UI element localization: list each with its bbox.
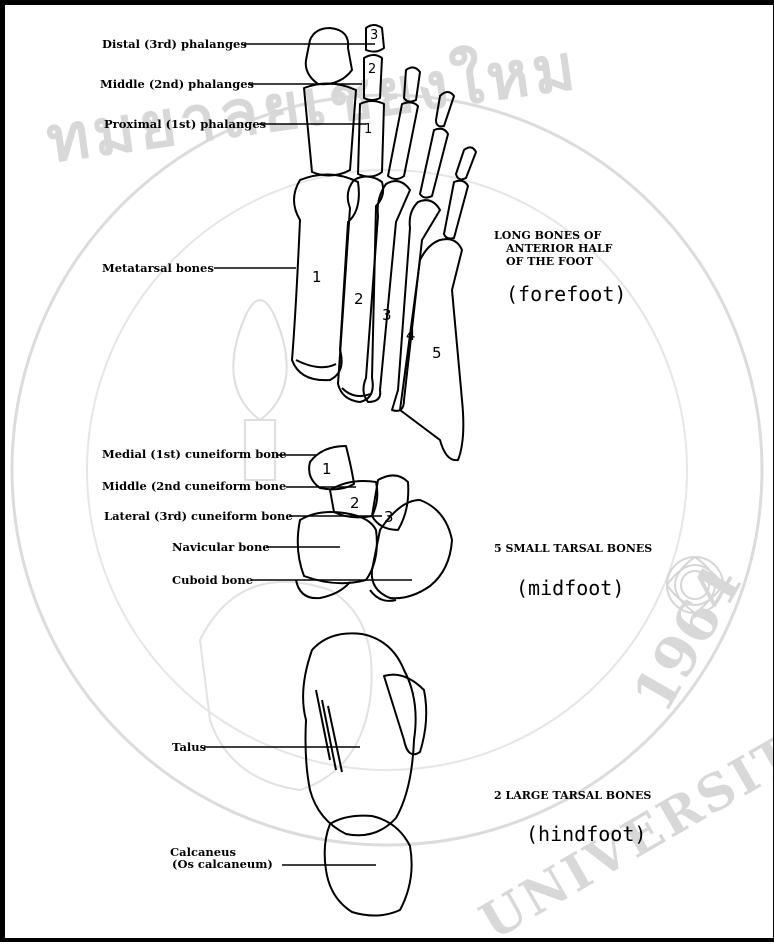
middle-phalanges-label: Middle (2nd) phalanges [100, 78, 254, 91]
middle-phalanx-number: 2 [368, 62, 376, 77]
metatarsal-number-5: 5 [432, 344, 442, 362]
hindfoot-title: 2 LARGE TARSAL BONES [494, 790, 651, 802]
forefoot-bones-drawing [292, 25, 476, 460]
metatarsal-number-3: 3 [382, 306, 392, 324]
metatarsal-number-4: 4 [406, 326, 416, 344]
metatarsal-number-1: 1 [312, 268, 322, 286]
calcaneus-alt-label: (Os calcaneum) [172, 858, 273, 871]
proximal-phalanx-number: 1 [364, 122, 372, 137]
talus-label: Talus [172, 741, 206, 754]
proximal-phalanges-label: Proximal (1st) phalanges [104, 118, 266, 131]
midfoot-title: 5 SMALL TARSAL BONES [494, 543, 652, 555]
distal-phalanx-number: 3 [370, 28, 378, 43]
forefoot-region-label: (forefoot) [506, 282, 626, 306]
cuboid-bone-label: Cuboid bone [172, 574, 253, 587]
hindfoot-region-label: (hindfoot) [526, 822, 646, 846]
cuneiform-number-2: 2 [350, 494, 360, 512]
hindfoot-bones-drawing [303, 633, 426, 915]
metatarsal-bones-label: Metatarsal bones [102, 262, 214, 275]
medial-cuneiform-label: Medial (1st) cuneiform bone [102, 448, 287, 461]
metatarsal-number-2: 2 [354, 290, 364, 308]
midfoot-bones-drawing [296, 446, 452, 601]
forefoot-title-line-2: ANTERIOR HALF [506, 243, 612, 255]
cuneiform-number-3: 3 [384, 508, 394, 526]
middle-cuneiform-label: Middle (2nd cuneiform bone [102, 480, 286, 493]
midfoot-region-label: (midfoot) [516, 576, 624, 600]
navicular-bone-label: Navicular bone [172, 541, 270, 554]
forefoot-title-line-3: OF THE FOOT [506, 256, 593, 268]
cuneiform-number-1: 1 [322, 460, 332, 478]
lateral-cuneiform-label: Lateral (3rd) cuneiform bone [104, 510, 293, 523]
distal-phalanges-label: Distal (3rd) phalanges [102, 38, 247, 51]
forefoot-title-line-1: LONG BONES OF [494, 230, 601, 242]
